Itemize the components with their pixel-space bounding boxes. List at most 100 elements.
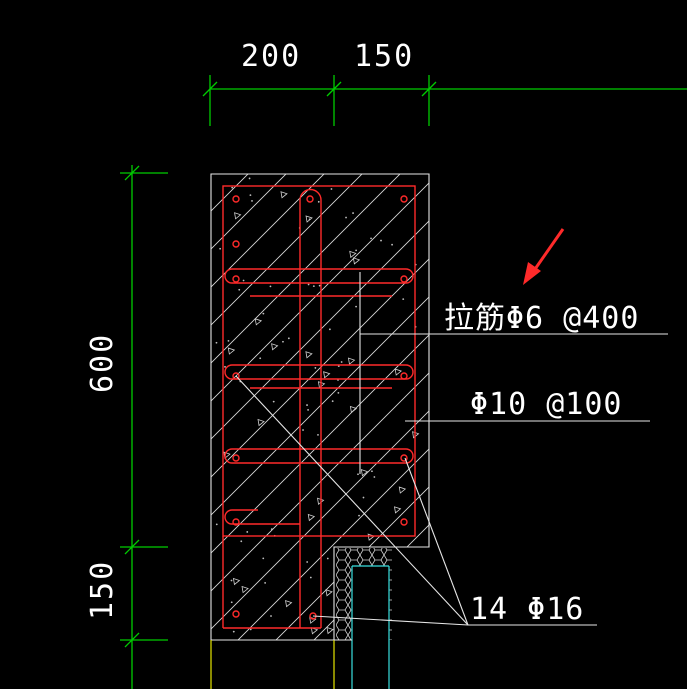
aggregate-speck xyxy=(264,582,267,584)
aggregate-triangle xyxy=(310,627,319,635)
aggregate-speck xyxy=(249,628,252,631)
hatch-line xyxy=(0,160,34,660)
main-bars xyxy=(232,195,408,620)
aggregate-triangle xyxy=(393,506,402,514)
aggregate-speck xyxy=(337,391,340,394)
aggregate-triangle xyxy=(285,600,293,608)
aggregate-triangle xyxy=(394,368,403,376)
aggregate-speck xyxy=(248,177,251,180)
hatch-line xyxy=(0,160,72,660)
aggregate-speck xyxy=(373,476,376,478)
dim-top-left: 200 xyxy=(241,39,301,74)
aggregate-triangle xyxy=(309,616,317,624)
aggregate-speck xyxy=(215,523,218,526)
aggregate-speck xyxy=(246,531,249,533)
tie-hook xyxy=(224,268,414,284)
tie-hook xyxy=(224,448,414,464)
aggregate-speck xyxy=(240,540,243,543)
aggregate-triangle xyxy=(305,215,313,223)
rebar-dot xyxy=(400,195,408,203)
hatch-line xyxy=(211,174,429,640)
hatch-line xyxy=(211,174,301,640)
hatch-line xyxy=(211,174,429,640)
label-tie-bar: 拉筋Φ6 @400 xyxy=(444,301,639,336)
aggregate-speck xyxy=(230,579,233,582)
aggregate-triangle xyxy=(326,626,334,635)
aggregate-speck xyxy=(402,298,405,301)
rebar-dot xyxy=(232,518,240,526)
dim-top-right: 150 xyxy=(354,39,414,74)
aggregate-speck xyxy=(362,496,365,499)
dim-left-lower: 150 xyxy=(85,560,120,620)
aggregate-triangle xyxy=(305,351,313,359)
hatch-line xyxy=(211,174,339,640)
hatch-line xyxy=(0,160,148,660)
rebar-dot xyxy=(400,454,408,462)
aggregate-speck xyxy=(249,194,252,197)
aggregate-speck xyxy=(269,285,272,288)
aggregate-speck xyxy=(330,188,333,190)
rebar-dot xyxy=(232,610,240,618)
tie-bar xyxy=(359,272,668,474)
rebar-dot xyxy=(232,454,240,462)
aggregate-speck xyxy=(317,433,319,436)
aggregate-speck xyxy=(215,341,218,344)
tie-hook xyxy=(224,364,414,380)
aggregate-triangle xyxy=(347,357,356,365)
aggregate-triangle xyxy=(232,577,241,586)
aggregate-speck xyxy=(238,288,241,291)
aggregate-speck xyxy=(345,216,347,219)
aggregate-triangle xyxy=(349,405,358,414)
aggregate-speck xyxy=(380,239,382,242)
aggregate-speck xyxy=(355,305,357,308)
aggregate-speck xyxy=(318,284,321,287)
insulation-block xyxy=(334,548,392,689)
leaders xyxy=(235,375,650,626)
left-dimension: 600 150 xyxy=(85,165,168,689)
rebar-dot xyxy=(232,275,240,283)
rebar-dot xyxy=(232,240,240,248)
aggregate-speck xyxy=(251,200,253,202)
aggregate-speck xyxy=(357,473,359,476)
aggregate-speck xyxy=(358,514,360,517)
aggregate-triangle xyxy=(360,469,369,477)
aggregate-speck xyxy=(262,312,265,315)
aggregate-triangle xyxy=(241,585,249,594)
hatch-line xyxy=(211,174,377,640)
label-main-bars: 14 Φ16 xyxy=(470,592,584,627)
aggregate-speck xyxy=(317,200,320,203)
hatch-line xyxy=(217,174,429,640)
hatch-line xyxy=(211,174,429,640)
aggregate-speck xyxy=(219,247,222,250)
aggregate-speck xyxy=(302,429,304,431)
aggregate-speck xyxy=(326,557,329,560)
top-dimension: 200 150 xyxy=(202,39,687,126)
aggregate-speck xyxy=(371,470,373,473)
label-stirrup: Φ10 @100 xyxy=(470,387,623,422)
aggregate-speck xyxy=(328,328,331,331)
hatch-line xyxy=(211,174,415,640)
aggregate-speck xyxy=(272,400,275,403)
aggregate-speck xyxy=(259,357,262,360)
aggregate-triangle xyxy=(234,212,242,220)
aggregate-speck xyxy=(340,361,343,363)
aggregate-triangle xyxy=(307,513,316,522)
aggregate-speck xyxy=(287,337,290,340)
hatch-line xyxy=(211,174,429,640)
aggregate-speck xyxy=(309,576,312,579)
aggregate-speck xyxy=(408,571,411,573)
aggregate-speck xyxy=(242,279,245,282)
hatch-line xyxy=(674,160,687,660)
aggregate-triangle xyxy=(227,347,236,355)
aggregate-speck xyxy=(282,340,284,343)
dim-left-upper: 600 xyxy=(85,333,120,393)
rebar-dot xyxy=(400,518,408,526)
aggregate-speck xyxy=(230,601,233,604)
section-outline xyxy=(210,173,430,689)
hatch-line xyxy=(211,174,429,640)
aggregate-speck xyxy=(352,212,354,214)
aggregate-speck xyxy=(224,365,226,368)
aggregate-triangle xyxy=(325,589,333,597)
rebar-dot xyxy=(232,372,240,380)
